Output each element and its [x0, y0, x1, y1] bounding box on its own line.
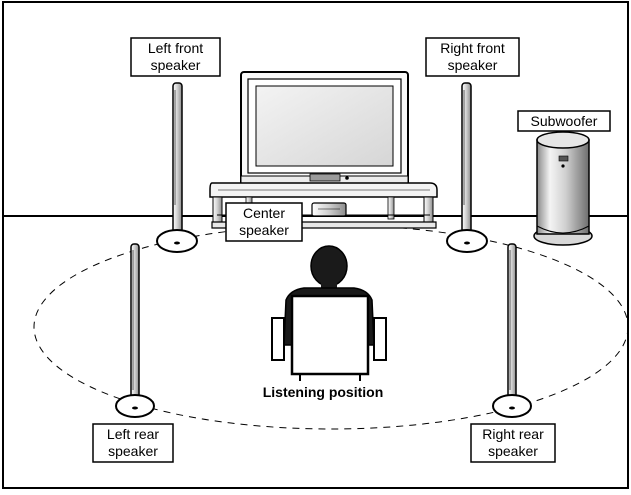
- right-front-speaker-icon: [446, 82, 488, 253]
- left-rear-label: Left rear speaker: [92, 423, 174, 463]
- right-front-label-line2: speaker: [448, 57, 498, 73]
- left-front-speaker-icon: [156, 82, 198, 253]
- center-label-line1: Center: [243, 205, 285, 221]
- left-rear-label-line2: speaker: [108, 443, 158, 459]
- left-rear-label-line1: Left rear: [107, 426, 159, 442]
- left-rear-speaker-icon: [115, 243, 155, 418]
- tv-icon: [240, 71, 409, 187]
- listening-area-ellipse: [33, 224, 629, 430]
- listener-icon: [271, 245, 387, 381]
- right-rear-label: Right rear speaker: [470, 423, 556, 463]
- left-front-label: Left front speaker: [130, 37, 221, 77]
- subwoofer-label: Subwoofer: [517, 110, 611, 132]
- left-front-label-line2: speaker: [151, 57, 201, 73]
- right-front-label: Right front speaker: [425, 37, 520, 77]
- center-label: Center speaker: [225, 202, 303, 242]
- right-front-label-line1: Right front: [440, 40, 505, 56]
- subwoofer-label-text: Subwoofer: [531, 113, 598, 129]
- right-rear-label-line2: speaker: [488, 443, 538, 459]
- listening-position-label: Listening position: [263, 384, 384, 400]
- right-rear-speaker-icon: [492, 243, 532, 418]
- center-speaker-icon: [311, 202, 347, 217]
- right-rear-label-line1: Right rear: [482, 426, 544, 442]
- left-front-label-line1: Left front: [148, 40, 203, 56]
- subwoofer-icon: [533, 131, 593, 246]
- center-label-line2: speaker: [239, 222, 289, 238]
